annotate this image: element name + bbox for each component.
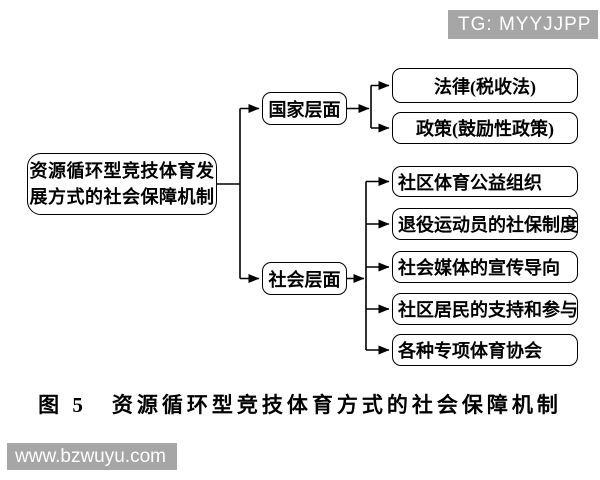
root-node-line1: 资源循环型竞技体育发 (29, 161, 215, 181)
tg-watermark-badge: TG: MYYJJPP (448, 10, 598, 39)
child-node-retired-athletes: 退役运动员的社保制度 (392, 208, 578, 240)
child-node-media-guidance: 社会媒体的宣传导向 (392, 251, 578, 283)
child-node-policy: 政策(鼓励性政策) (392, 112, 578, 144)
child-node-sport-associations: 各种专项体育协会 (392, 334, 578, 366)
url-watermark: www.bzwuyu.com (7, 443, 177, 470)
child-node-community-orgs: 社区体育公益组织 (392, 166, 578, 197)
level-node-social: 社会层面 (262, 262, 347, 295)
figure-caption: 图 5 资源循环型竞技体育方式的社会保障机制 (38, 393, 562, 417)
child-node-resident-support: 社区居民的支持和参与 (392, 293, 578, 325)
level-node-national: 国家层面 (262, 92, 347, 125)
root-node: 资源循环型竞技体育发 展方式的社会保障机制 (27, 153, 217, 215)
root-node-line2: 展方式的社会保障机制 (29, 187, 215, 207)
child-node-law: 法律(税收法) (392, 68, 578, 103)
